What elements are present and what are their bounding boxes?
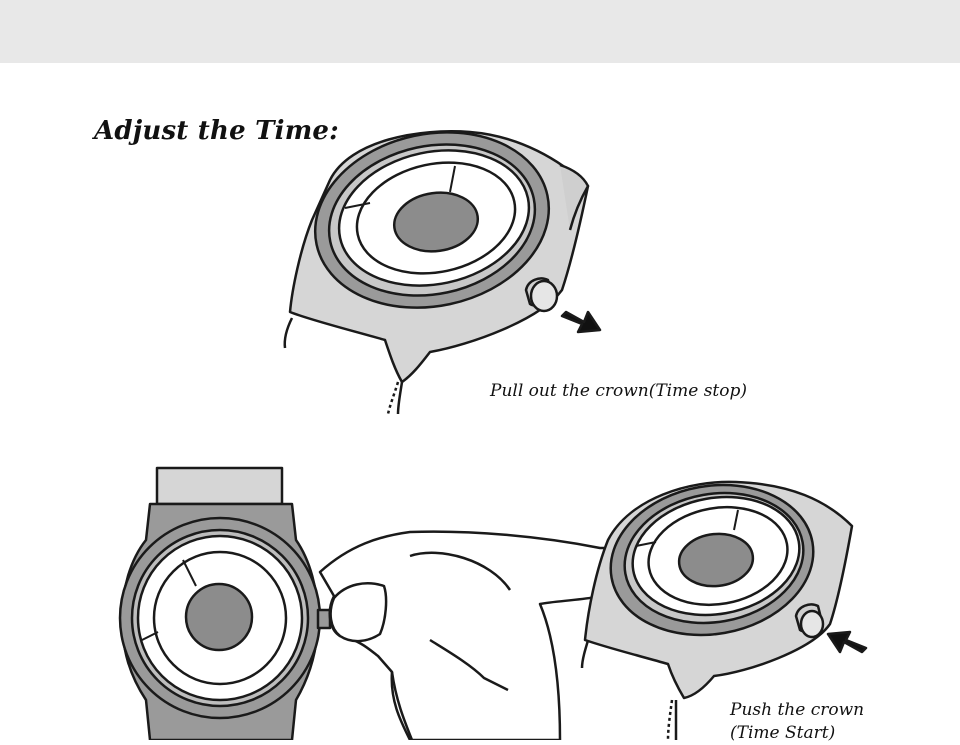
watch-pull-crown-illustration <box>283 130 602 415</box>
push-crown-caption: Push the crown (Time Start) <box>730 699 864 745</box>
page-title: Adjust the Time: <box>94 116 339 146</box>
push-crown-caption-line1: Push the crown <box>730 700 865 720</box>
watch-in-hand-illustration <box>118 466 622 740</box>
push-crown-caption-line2: (Time Start) <box>730 723 836 743</box>
watch-push-crown-illustration <box>580 480 868 740</box>
pull-crown-caption: Pull out the crown(Time stop) <box>490 381 748 401</box>
header-bar <box>0 0 960 63</box>
